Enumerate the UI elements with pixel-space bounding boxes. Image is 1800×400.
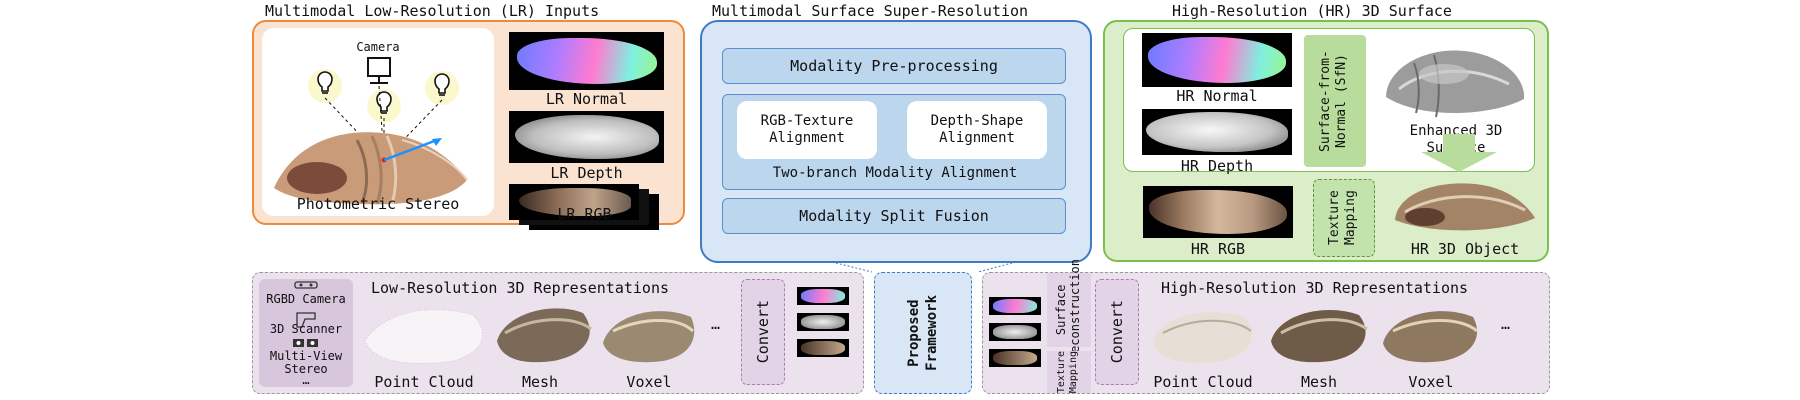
lr-depth-label: LR Depth <box>550 164 623 182</box>
modality-split-fusion-block: Modality Split Fusion <box>722 198 1066 234</box>
device-multi-view-stereo: Multi-View Stereo <box>269 349 343 376</box>
device-rgbd-camera: RGBD Camera <box>266 292 346 306</box>
multi-view-camera-icon <box>293 339 318 347</box>
hr-depth-image <box>1142 109 1292 155</box>
device-3d-scanner: 3D Scanner <box>269 322 343 336</box>
lr-normal-label: LR Normal <box>545 90 628 108</box>
camera-label: Camera <box>356 40 400 54</box>
high-res-3d-title: High-Resolution 3D Representations <box>1161 279 1469 297</box>
high-res-voxel <box>1383 311 1478 363</box>
3d-scanner-icon <box>296 312 316 328</box>
photometric-setup-illustration <box>274 57 468 205</box>
low-res-mesh-label: Mesh <box>521 373 559 391</box>
low-res-3d-panel: RGBD Camera 3D Scanner Multi-View Stereo… <box>252 272 864 394</box>
photometric-stereo-card: Camera <box>262 28 494 216</box>
low-res-depth-thumb <box>797 313 849 331</box>
high-res-3d-renders <box>1153 310 1478 363</box>
high-res-voxel-label: Voxel <box>1408 373 1454 391</box>
capture-devices-list: RGBD Camera 3D Scanner Multi-View Stereo… <box>259 279 353 387</box>
lr-inputs-title: Multimodal Low-Resolution (LR) Inputs <box>265 2 600 20</box>
low-res-convert-box: Convert <box>741 279 785 385</box>
device-more: … <box>302 373 310 387</box>
surface-reconstruction-box: Surface Reconstruction <box>1047 259 1091 361</box>
hr-surface-title: High-Resolution (HR) 3D Surface <box>1172 2 1452 20</box>
sfn-box: Surface-from-Normal (SfN) <box>1304 35 1366 167</box>
low-res-3d-title: Low-Resolution 3D Representations <box>371 279 670 297</box>
hr-normal-image <box>1142 33 1292 87</box>
seashell-photo <box>274 132 468 205</box>
low-res-mesh <box>497 308 592 363</box>
lightbulb-icon-left <box>308 69 342 103</box>
lr-rgb-label: LR RGB <box>557 205 612 223</box>
hr-rgb-label: HR RGB <box>1190 240 1246 258</box>
hr-surface-panel: HR Normal HR Depth Surface-from-Normal (… <box>1103 20 1549 262</box>
high-res-more: … <box>1501 315 1511 333</box>
enhanced-surface-render <box>1386 50 1525 118</box>
high-res-mesh <box>1271 310 1368 363</box>
two-branch-label: Two-branch Modality Alignment <box>772 165 1018 181</box>
high-res-mesh-label: Mesh <box>1300 373 1338 391</box>
low-res-point-cloud-label: Point Cloud <box>374 373 474 391</box>
lr-inputs-panel: Camera <box>252 20 685 230</box>
device-icons <box>293 281 318 347</box>
super-resolution-title: Multimodal Surface Super-Resolution <box>712 2 1029 20</box>
lightbulb-icon-right <box>425 71 459 105</box>
low-res-voxel <box>603 311 695 363</box>
hr-rgb-image <box>1143 186 1293 238</box>
hr-3d-object-label: HR 3D Object <box>1410 240 1520 258</box>
texture-mapping-box: Texture Mapping <box>1313 179 1375 257</box>
high-res-rgb-thumb <box>989 349 1041 367</box>
high-res-texture-mapping-box: Texture Mapping <box>1047 351 1091 393</box>
sfn-subpanel: HR Normal HR Depth Surface-from-Normal (… <box>1123 28 1535 175</box>
high-res-convert-box: Convert <box>1095 279 1139 385</box>
low-res-rgb-thumb <box>797 339 849 357</box>
high-res-point-cloud-label: Point Cloud <box>1153 373 1253 391</box>
hr-depth-label: HR Depth <box>1180 157 1254 175</box>
hr-normal-label: HR Normal <box>1176 87 1258 105</box>
lightbulb-icon-center <box>367 89 401 123</box>
low-res-3d-renders <box>364 308 695 365</box>
lr-depth-image <box>509 111 664 163</box>
low-res-voxel-label: Voxel <box>626 373 672 391</box>
high-res-normal-thumb <box>989 297 1041 315</box>
lr-rgb-stack <box>509 184 669 230</box>
low-res-more: … <box>711 315 721 333</box>
photometric-stereo-label: Photometric Stereo <box>296 195 460 213</box>
high-res-3d-panel: Surface Reconstruction Texture Mapping C… <box>982 259 1550 394</box>
modality-preprocessing-block: Modality Pre-processing <box>722 48 1066 84</box>
camera-icon <box>367 57 391 84</box>
high-res-point-cloud <box>1153 311 1253 363</box>
low-res-normal-thumb <box>797 287 849 305</box>
low-res-point-cloud <box>364 309 483 365</box>
high-res-depth-thumb <box>989 323 1041 341</box>
lr-normal-image <box>509 32 664 90</box>
rgbd-camera-icon <box>294 281 318 289</box>
